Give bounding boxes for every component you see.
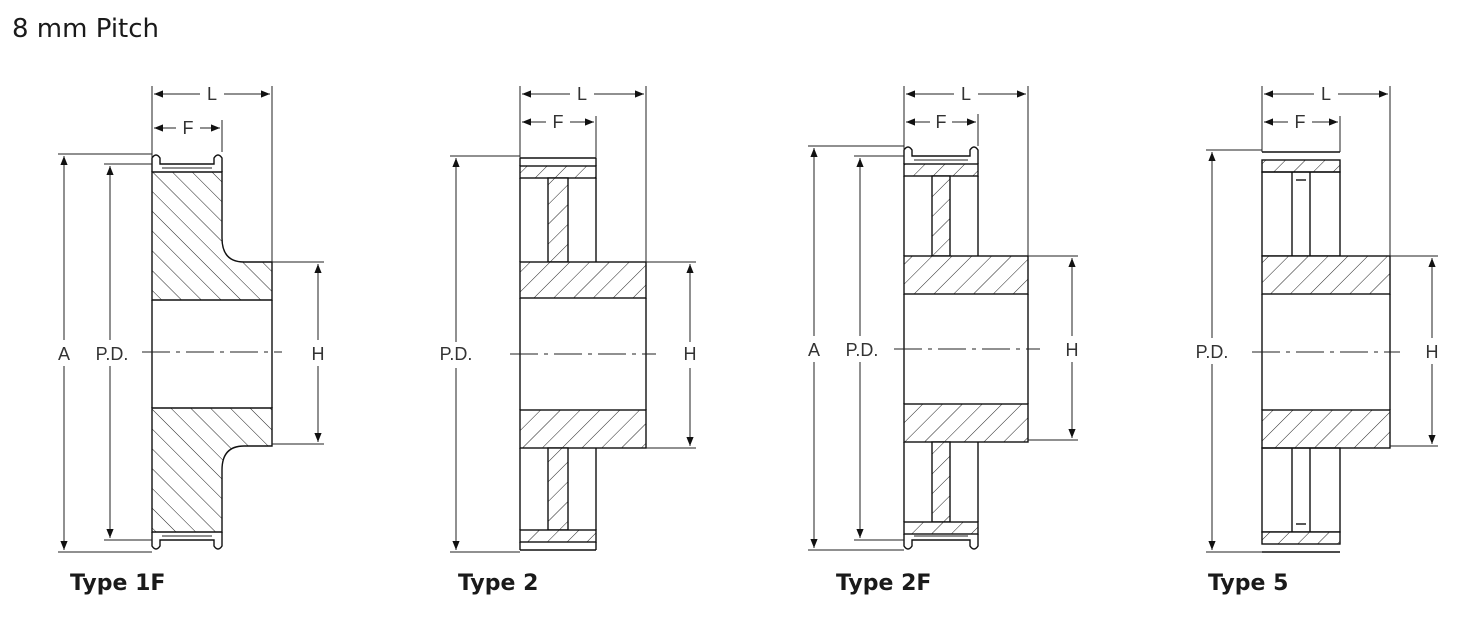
- type-5-length-label: L: [1321, 84, 1331, 104]
- type-1f-drawing: L F A P.D. H Type 1F: [58, 84, 325, 596]
- type-2-label: Type 2: [458, 571, 538, 596]
- type-2f-label: Type 2F: [836, 571, 931, 596]
- type-2-face-width-label: F: [553, 112, 564, 132]
- type-2f-outside-diameter-label: A: [808, 340, 820, 360]
- page-title: 8 mm Pitch: [12, 14, 160, 44]
- type-5-pitch-diameter-label: P.D.: [1196, 342, 1229, 362]
- type-2f-drawing: L F A P.D. H Type 2F: [808, 84, 1079, 596]
- type-2-pitch-diameter-label: P.D.: [440, 344, 473, 364]
- type-1f-lower-section: [151, 407, 273, 533]
- type-2f-face-width-label: F: [936, 112, 947, 132]
- type-1f-length-label: L: [207, 84, 217, 104]
- type-2f-length-label: L: [961, 84, 971, 104]
- type-1f-face-width-label: F: [183, 118, 194, 138]
- type-1f-upper-section: [151, 171, 273, 301]
- type-2-drawing: L F P.D. H Type 2: [440, 84, 697, 596]
- type-1f-label: Type 1F: [70, 571, 165, 596]
- type-2-hub-diameter-label: H: [684, 344, 697, 364]
- type-5-face-width-label: F: [1295, 112, 1306, 132]
- type-2f-hub-diameter-label: H: [1066, 340, 1079, 360]
- type-5-drawing: L F P.D. H Type 5: [1196, 84, 1439, 596]
- type-1f-pitch-diameter-label: P.D.: [96, 344, 129, 364]
- type-2-length-label: L: [577, 84, 587, 104]
- type-5-hub-diameter-label: H: [1426, 342, 1439, 362]
- type-5-label: Type 5: [1208, 571, 1288, 596]
- type-2f-pitch-diameter-label: P.D.: [846, 340, 879, 360]
- type-1f-hub-diameter-label: H: [312, 344, 325, 364]
- type-1f-outside-diameter-label: A: [58, 344, 70, 364]
